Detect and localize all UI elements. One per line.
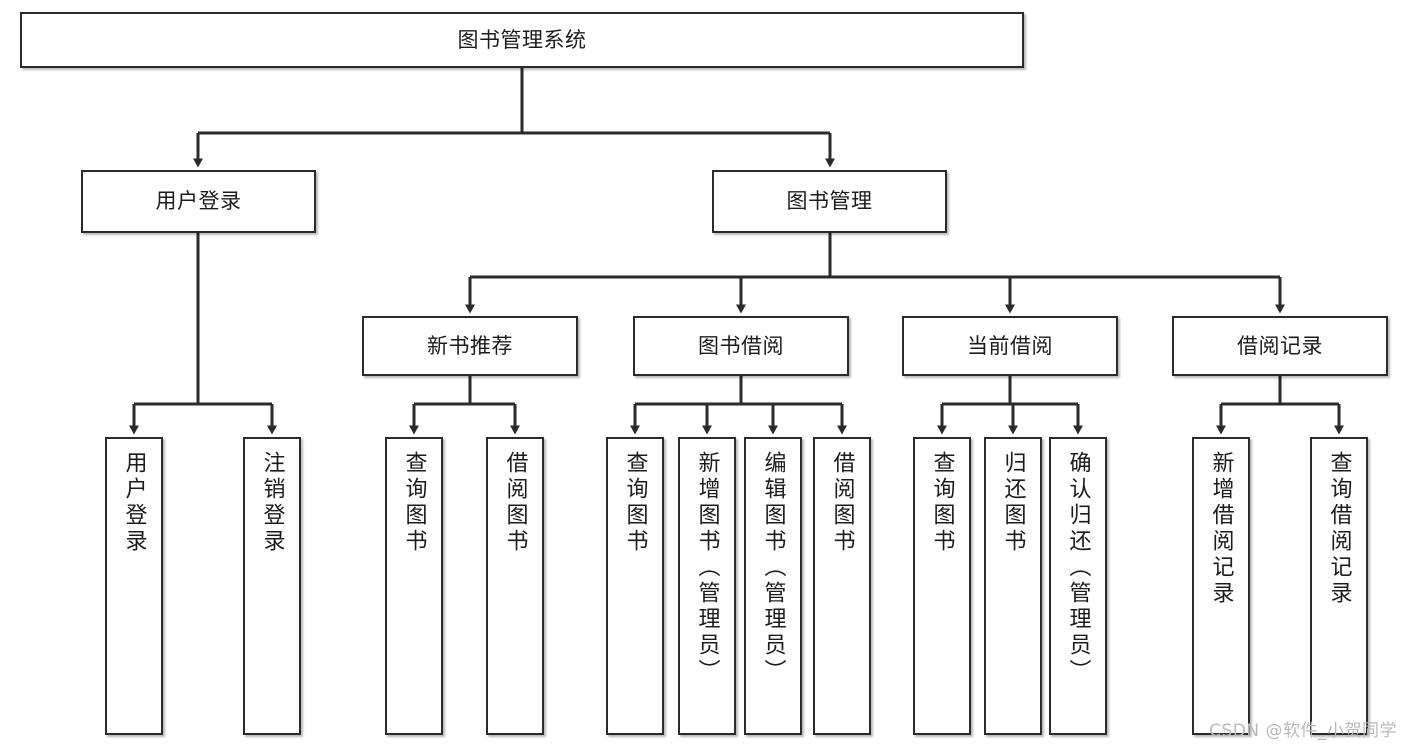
- node-borrow-record[interactable]: 借阅记录: [1172, 316, 1388, 376]
- node-book-manage-label: 图书管理: [786, 189, 873, 214]
- leaf-user-login-label: 用户登录: [121, 451, 147, 555]
- leaf-add-borrow-record[interactable]: 新增借阅记录: [1192, 437, 1250, 735]
- csdn-watermark: CSDN @软件_小贺同学: [1209, 721, 1397, 741]
- leaf-edit-book-admin[interactable]: 编辑图书（管理员）: [744, 437, 802, 735]
- node-root[interactable]: 图书管理系统: [20, 12, 1024, 68]
- leaf-borrow-book-1-label: 借阅图书: [502, 451, 528, 555]
- leaf-confirm-return-admin-label: 确认归还（管理员）: [1065, 451, 1091, 685]
- node-new-book-recommend[interactable]: 新书推荐: [362, 316, 578, 376]
- node-current-borrow[interactable]: 当前借阅: [902, 316, 1118, 376]
- node-root-label: 图书管理系统: [457, 27, 587, 52]
- node-new-book-recommend-label: 新书推荐: [427, 333, 513, 358]
- leaf-return-book-label: 归还图书: [1000, 451, 1026, 555]
- leaf-user-login[interactable]: 用户登录: [105, 437, 163, 735]
- leaf-return-book[interactable]: 归还图书: [984, 437, 1042, 735]
- leaf-logout-label: 注销登录: [259, 451, 285, 555]
- node-book-borrow[interactable]: 图书借阅: [633, 316, 849, 376]
- node-current-borrow-label: 当前借阅: [967, 333, 1053, 358]
- leaf-borrow-book-2[interactable]: 借阅图书: [813, 437, 871, 735]
- node-borrow-record-label: 借阅记录: [1237, 333, 1323, 358]
- node-user-login[interactable]: 用户登录: [81, 170, 316, 233]
- leaf-query-book-3[interactable]: 查询图书: [913, 437, 971, 735]
- node-book-borrow-label: 图书借阅: [698, 333, 784, 358]
- leaf-query-book-2[interactable]: 查询图书: [606, 437, 664, 735]
- node-user-login-label: 用户登录: [155, 189, 242, 214]
- leaf-borrow-book-1[interactable]: 借阅图书: [486, 437, 544, 735]
- node-book-manage[interactable]: 图书管理: [712, 170, 947, 233]
- leaf-add-borrow-record-label: 新增借阅记录: [1208, 451, 1234, 607]
- leaf-edit-book-admin-label: 编辑图书（管理员）: [760, 451, 786, 685]
- leaf-query-book-1-label: 查询图书: [401, 451, 427, 555]
- leaf-query-book-3-label: 查询图书: [929, 451, 955, 555]
- leaf-query-book-2-label: 查询图书: [622, 451, 648, 555]
- leaf-add-book-admin[interactable]: 新增图书（管理员）: [678, 437, 736, 735]
- leaf-logout[interactable]: 注销登录: [243, 437, 301, 735]
- leaf-query-borrow-record-label: 查询借阅记录: [1326, 451, 1352, 607]
- leaf-add-book-admin-label: 新增图书（管理员）: [694, 451, 720, 685]
- leaf-query-book-1[interactable]: 查询图书: [385, 437, 443, 735]
- leaf-borrow-book-2-label: 借阅图书: [829, 451, 855, 555]
- leaf-confirm-return-admin[interactable]: 确认归还（管理员）: [1049, 437, 1107, 735]
- leaf-query-borrow-record[interactable]: 查询借阅记录: [1310, 437, 1368, 735]
